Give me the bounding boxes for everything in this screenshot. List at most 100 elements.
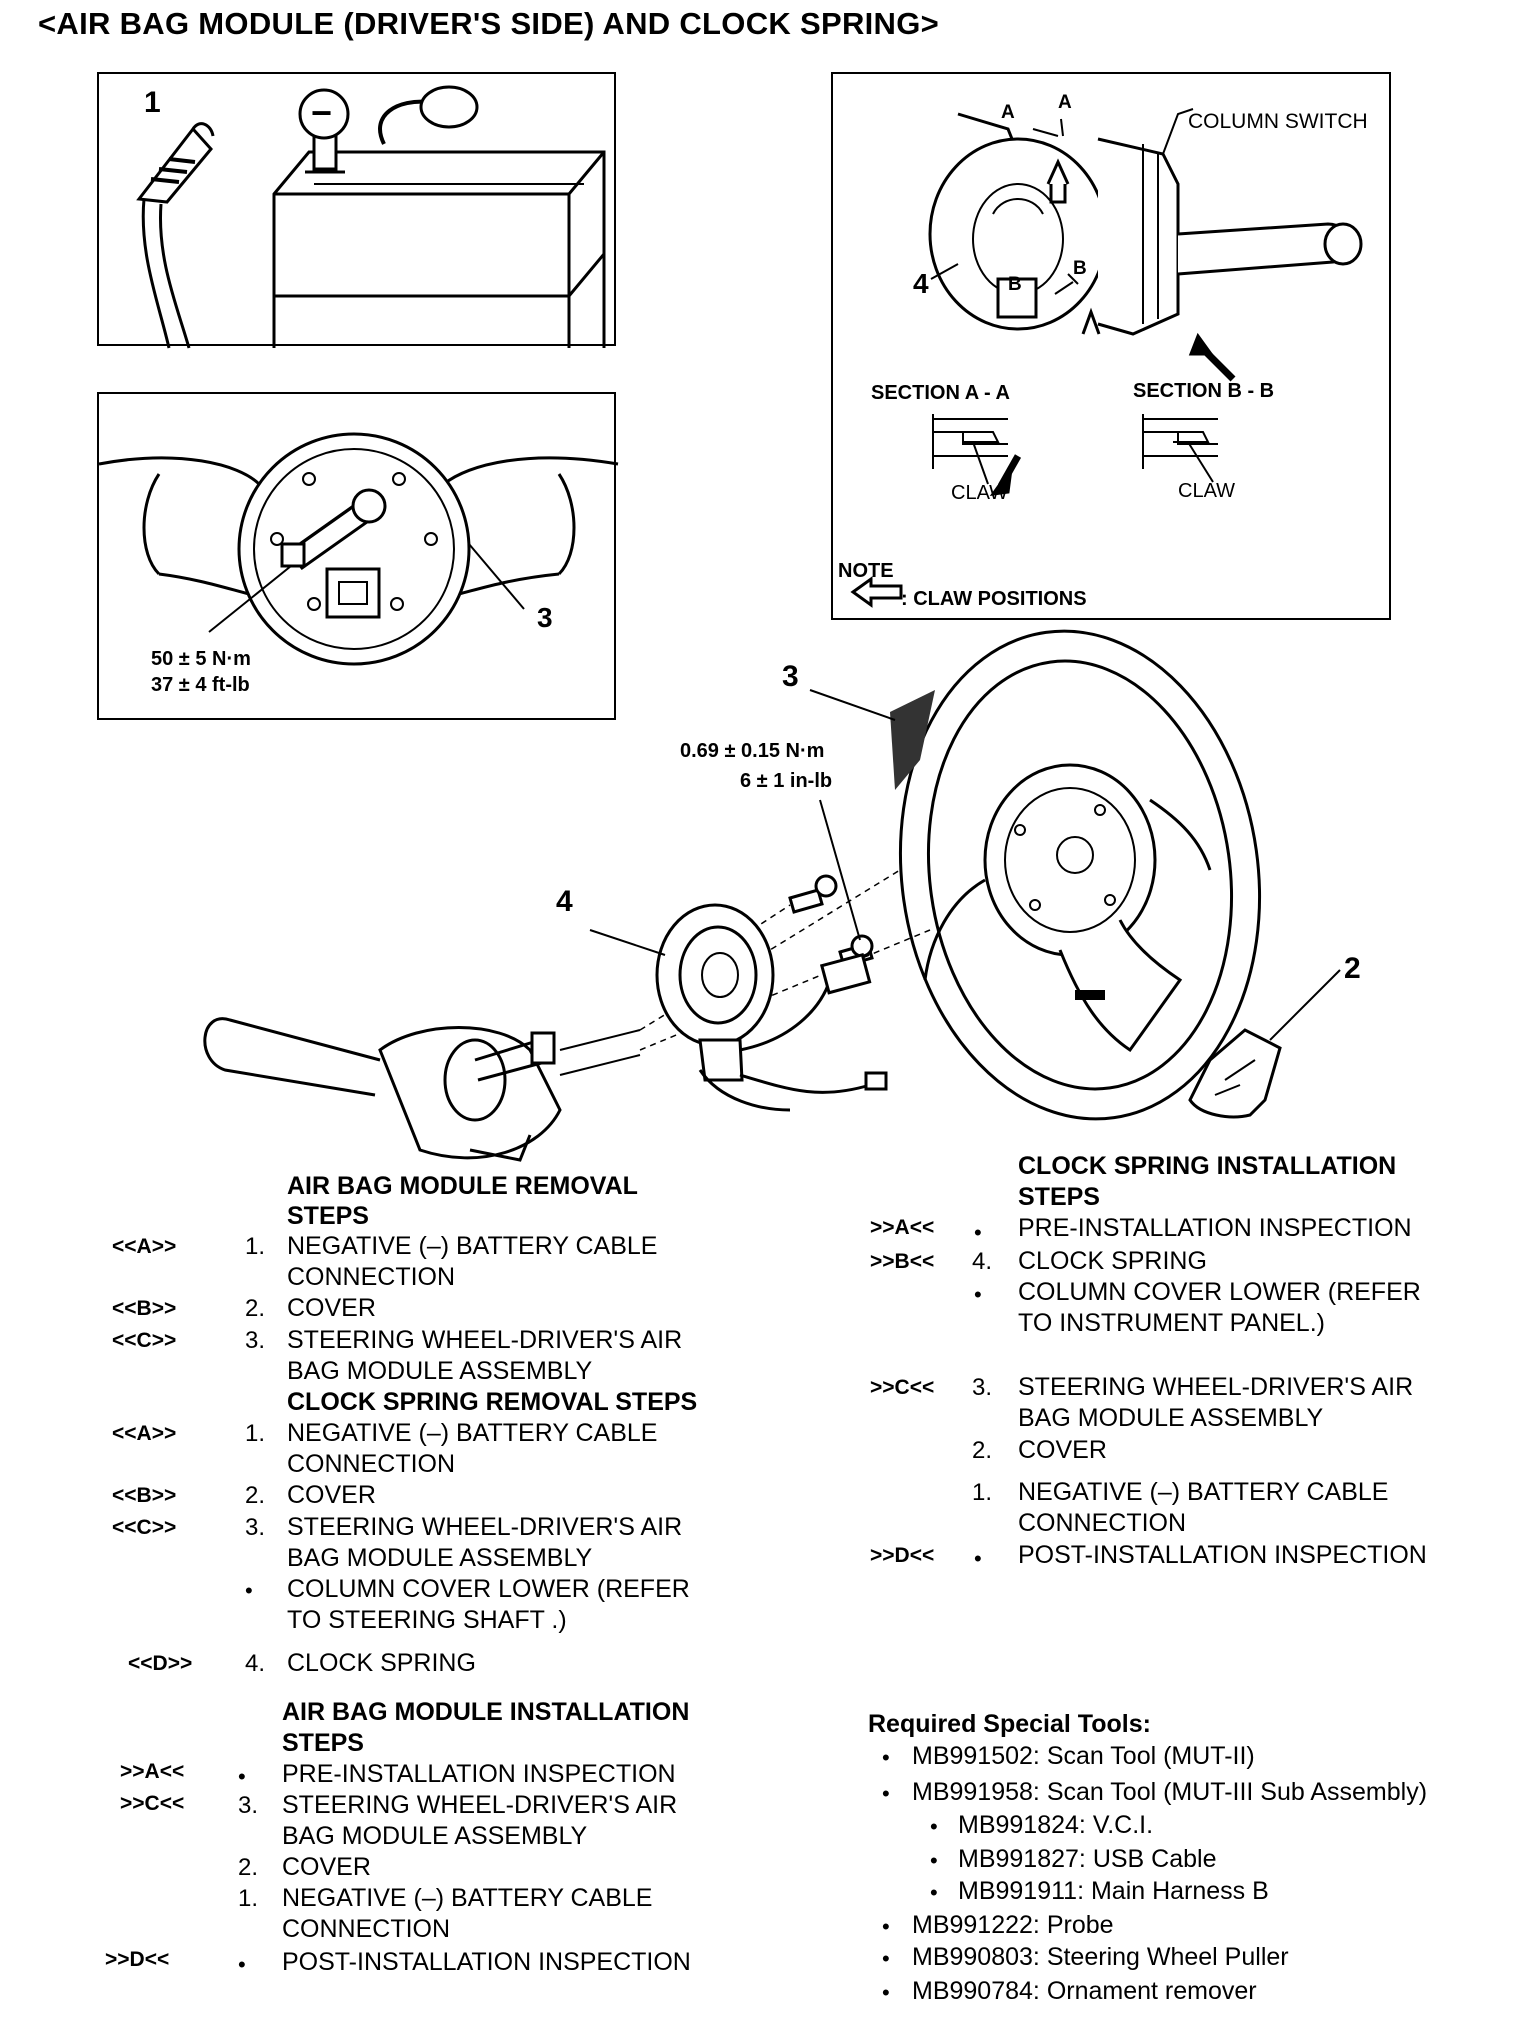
step-text: NEGATIVE (–) BATTERY CABLE [287, 1419, 658, 1447]
callout-3-small: 3 [537, 602, 553, 633]
tool-bullet: • [882, 1980, 890, 2005]
clock-install-heading: CLOCK SPRING INSTALLATION [1018, 1152, 1397, 1180]
step-text: NEGATIVE (–) BATTERY CABLE [282, 1884, 653, 1912]
tool-item: MB991502: Scan Tool (MUT-II) [912, 1742, 1255, 1770]
step-code: <<A>> [112, 1422, 177, 1445]
page-title: <AIR BAG MODULE (DRIVER'S SIDE) AND CLOC… [38, 6, 940, 41]
step-code: >>C<< [120, 1792, 185, 1815]
airbag-removal-heading: AIR BAG MODULE REMOVAL [287, 1172, 638, 1200]
step-bullet: • [238, 1952, 246, 1977]
step-text: NEGATIVE (–) BATTERY CABLE [1018, 1478, 1389, 1506]
step-text: CONNECTION [287, 1450, 456, 1478]
step-text: COVER [282, 1853, 371, 1881]
step-text: STEERING WHEEL-DRIVER'S AIR [287, 1326, 683, 1354]
step-code: <<C>> [112, 1329, 177, 1352]
step-text: BAG MODULE ASSEMBLY [287, 1544, 593, 1572]
step-number: 4. [972, 1248, 993, 1275]
step-text: NEGATIVE (–) BATTERY CABLE [287, 1232, 658, 1260]
tool-item: MB991222: Probe [912, 1911, 1114, 1939]
step-number: 3. [238, 1792, 259, 1819]
torque-spec-nut-ftlb: 37 ± 4 ft-lb [151, 674, 250, 696]
step-text: COVER [287, 1481, 376, 1509]
wheel-nut-diagram-box: 3 50 ± 5 N·m 37 ± 4 ft-lb [97, 392, 619, 720]
step-bullet: • [245, 1578, 253, 1603]
tool-bullet: • [882, 1946, 890, 1971]
step-number: 1. [245, 1233, 266, 1260]
step-text: BAG MODULE ASSEMBLY [1018, 1404, 1324, 1432]
step-number: 2. [245, 1295, 266, 1322]
step-number: 2. [238, 1854, 259, 1881]
callout-2-main: 2 [1344, 952, 1361, 985]
step-text: COLUMN COVER LOWER (REFER [1018, 1278, 1421, 1306]
step-number: 1. [972, 1479, 993, 1506]
callout-3-main: 3 [782, 660, 799, 693]
step-code: >>C<< [870, 1376, 935, 1399]
special-tools-heading: Required Special Tools: [868, 1710, 1151, 1738]
airbag-removal-heading-2: STEPS [287, 1202, 369, 1230]
tool-item: MB990784: Ornament remover [912, 1977, 1257, 2005]
clock-install-heading-2: STEPS [1018, 1183, 1100, 1211]
step-code: >>B<< [870, 1250, 935, 1273]
step-code: >>D<< [870, 1544, 935, 1567]
step-number: 3. [972, 1374, 993, 1401]
step-text: PRE-INSTALLATION INSPECTION [282, 1760, 676, 1788]
airbag-install-heading: AIR BAG MODULE INSTALLATION [282, 1698, 690, 1726]
step-code: >>D<< [105, 1948, 170, 1971]
label-b-2: B [1073, 258, 1087, 279]
label-column-switch: COLUMN SWITCH [1188, 110, 1368, 133]
step-code: <<D>> [128, 1652, 193, 1675]
step-code: <<B>> [112, 1484, 177, 1507]
battery-diagram-box: − 1 [97, 72, 616, 349]
step-text: TO STEERING SHAFT .) [287, 1606, 567, 1634]
step-number: 1. [245, 1420, 266, 1447]
step-text: COVER [1018, 1436, 1107, 1464]
clock-removal-heading: CLOCK SPRING REMOVAL STEPS [287, 1388, 698, 1416]
step-text: POST-INSTALLATION INSPECTION [1018, 1541, 1427, 1569]
step-text: BAG MODULE ASSEMBLY [287, 1357, 593, 1385]
step-number: 4. [245, 1650, 266, 1677]
column-switch-diagram-box: COLUMN SWITCH A A B B 4 SECTION A - A SE… [831, 72, 1391, 620]
step-bullet: • [238, 1764, 246, 1789]
step-text: CONNECTION [1018, 1509, 1187, 1537]
step-text: PRE-INSTALLATION INSPECTION [1018, 1214, 1412, 1242]
step-text: TO INSTRUMENT PANEL.) [1018, 1309, 1325, 1337]
negative-symbol: − [311, 92, 333, 133]
label-claw-b: CLAW [1178, 480, 1236, 502]
step-number: 3. [245, 1327, 266, 1354]
label-note-text: : CLAW POSITIONS [901, 588, 1087, 610]
tool-bullet: • [882, 1914, 890, 1939]
tool-item: MB991911: Main Harness B [958, 1877, 1269, 1905]
wheel-nut-illustration [98, 432, 619, 666]
tool-bullet: • [930, 1880, 938, 1905]
label-section-bb: SECTION B - B [1133, 380, 1275, 402]
step-text: STEERING WHEEL-DRIVER'S AIR [282, 1791, 678, 1819]
step-text: STEERING WHEEL-DRIVER'S AIR [1018, 1373, 1414, 1401]
step-text: COVER [287, 1294, 376, 1322]
step-number: 2. [972, 1437, 993, 1464]
airbag-install-heading-2: STEPS [282, 1729, 364, 1757]
callout-4-main: 4 [556, 885, 573, 918]
step-bullet: • [974, 1282, 982, 1307]
step-text: BAG MODULE ASSEMBLY [282, 1822, 588, 1850]
tool-bullet: • [930, 1814, 938, 1839]
step-number: 1. [238, 1885, 259, 1912]
battery-illustration [136, 85, 606, 349]
label-section-aa: SECTION A - A [871, 382, 1010, 404]
step-number: 2. [245, 1482, 266, 1509]
label-b-1: B [1008, 274, 1022, 295]
step-text: POST-INSTALLATION INSPECTION [282, 1948, 691, 1976]
tool-bullet: • [930, 1848, 938, 1873]
step-code: <<B>> [112, 1297, 177, 1320]
step-text: CONNECTION [282, 1915, 451, 1943]
callout-4-small: 4 [913, 268, 929, 299]
label-a-2: A [1058, 92, 1072, 113]
label-note: NOTE [838, 560, 894, 582]
torque-spec-screw-nm: 0.69 ± 0.15 N·m [680, 740, 825, 762]
tool-item: MB991824: V.C.I. [958, 1811, 1154, 1839]
step-text: CONNECTION [287, 1263, 456, 1291]
torque-spec-screw-inlb: 6 ± 1 in-lb [740, 770, 833, 792]
tool-bullet: • [882, 1781, 890, 1806]
callout-1: 1 [144, 86, 161, 119]
step-text: STEERING WHEEL-DRIVER'S AIR [287, 1513, 683, 1541]
